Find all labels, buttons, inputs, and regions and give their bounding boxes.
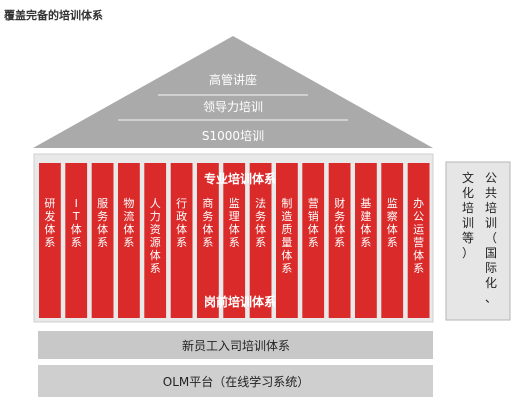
- column-4: [118, 163, 140, 318]
- column-8: [223, 163, 246, 318]
- column-11: [302, 163, 325, 318]
- base-upper-bar: [38, 331, 433, 359]
- roof: 高管讲座 领导力培训 S1000培训: [33, 36, 433, 148]
- column-3: [91, 163, 114, 318]
- banner-top: 专业培训体系: [204, 171, 276, 186]
- column-label-12: 财务体系: [334, 196, 345, 249]
- side-column-line-1: 公共培训（国际化、: [485, 171, 497, 305]
- column-label-1: 研发体系: [44, 197, 55, 249]
- column-label-11: 营销体系: [308, 196, 319, 249]
- roof-label-middle: 领导力培训: [203, 99, 263, 114]
- column-15: [407, 163, 430, 318]
- column-10: [276, 163, 298, 318]
- column-label-6: 行政体系: [176, 197, 187, 249]
- column-2: [65, 163, 88, 318]
- column-label-3: 服务体系: [97, 197, 108, 249]
- column-13: [355, 163, 377, 318]
- column-label-8: 监理体系: [229, 197, 240, 249]
- column-1: [39, 163, 61, 318]
- side-column: [445, 161, 511, 321]
- base-upper-label: 新员工入司培训体系: [182, 338, 290, 353]
- column-6: [170, 163, 193, 318]
- column-label-9: 法务体系: [255, 196, 266, 249]
- side-column-text: 公共培训（国际化、文化培训等）: [462, 170, 497, 305]
- page-title: 覆盖完备的培训体系: [4, 9, 103, 22]
- column-12: [328, 163, 351, 318]
- column-label-14: 监察体系: [387, 197, 398, 249]
- column-label-13: 基建体系: [360, 197, 371, 249]
- base-lower-bar: [38, 365, 433, 397]
- column-label-4: 物流体系: [123, 196, 134, 249]
- column-5: [144, 163, 167, 318]
- column-9: [249, 163, 272, 318]
- column-label-15: 办公运营体系: [413, 197, 424, 275]
- roof-label-bottom: S1000培训: [202, 128, 264, 143]
- column-label-5: 人力资源体系: [150, 197, 161, 275]
- column-label-7: 商务体系: [202, 196, 213, 249]
- base-lower-label: OLM平台（在线学习系统）: [163, 374, 310, 389]
- column-14: [381, 163, 404, 318]
- roof-label-top: 高管讲座: [209, 72, 257, 87]
- side-column-line-2: 文化培训等）: [462, 170, 474, 260]
- banner-bottom: 岗前培训体系: [204, 294, 276, 309]
- column-7: [197, 163, 219, 318]
- column-label-10: 制造质量体系: [281, 197, 292, 275]
